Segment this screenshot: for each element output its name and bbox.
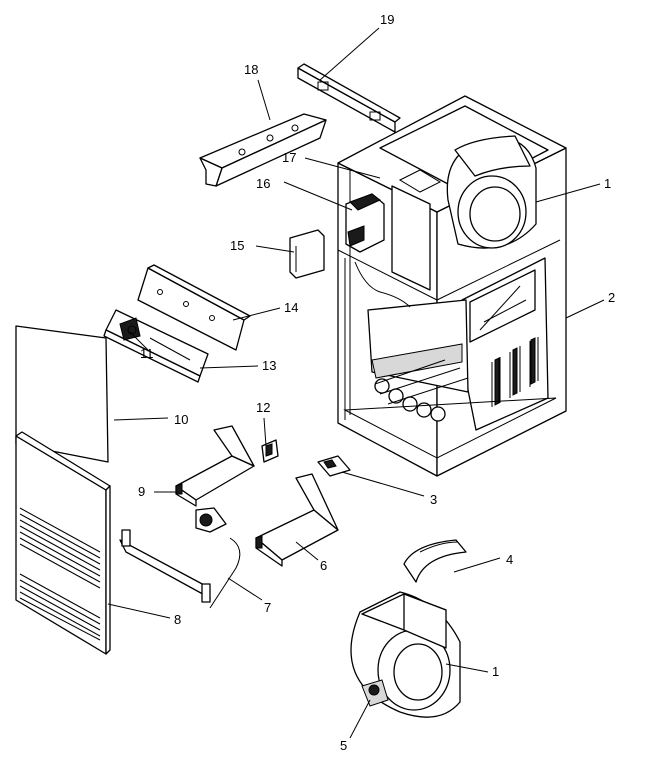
callout-6-bracket: 6: [320, 558, 327, 573]
callout-18-bracket: 18: [244, 62, 258, 77]
callout-9-bracket: 9: [138, 484, 145, 499]
furnace-cabinet: [337, 95, 567, 477]
lower-blower: [350, 591, 461, 718]
leader-lines: [107, 27, 605, 739]
part-15-plate: [289, 229, 325, 279]
callouts: 1 2 3 4 1 5 6 7 8 9 10 11 12 13 14 15 16…: [138, 12, 615, 753]
callout-2-cabinet: 2: [608, 290, 615, 305]
upper-blower: [446, 135, 537, 249]
part-4-cutoff: [403, 539, 467, 583]
callout-16-control-box: 16: [256, 176, 270, 191]
callout-3-clip: 3: [430, 492, 437, 507]
part-3-clip: [317, 455, 351, 477]
part-7-rod-assembly: [119, 507, 241, 609]
callout-10-upper-door: 10: [174, 412, 188, 427]
callout-8-lower-door: 8: [174, 612, 181, 627]
callout-1-lower-blower: 1: [492, 664, 499, 679]
part-8-lower-door: [15, 431, 111, 655]
part-10-upper-door: [15, 325, 109, 463]
callout-7-rod: 7: [264, 600, 271, 615]
callout-5-motor: 5: [340, 738, 347, 753]
part-12-clip: [261, 439, 279, 463]
part-14-bracket: [137, 264, 251, 351]
part-18-bracket: [199, 113, 327, 187]
callout-13-board-bracket: 13: [262, 358, 276, 373]
callout-14-bracket: 14: [284, 300, 298, 315]
part-6-bracket: [255, 473, 339, 567]
callout-12-clip: 12: [256, 400, 270, 415]
part-13-control-board: [103, 309, 209, 383]
callout-15-plate: 15: [230, 238, 244, 253]
part-9-bracket: [175, 425, 255, 507]
callout-11-control-board: 11: [140, 346, 154, 361]
callout-4-cutoff: 4: [506, 552, 513, 567]
part-19-top-rail: [297, 63, 401, 133]
callout-1-upper-blower: 1: [604, 176, 611, 191]
part-16-control-box: [345, 193, 385, 253]
callout-19-top-rail: 19: [380, 12, 394, 27]
callout-17-top-panel: 17: [282, 150, 296, 165]
